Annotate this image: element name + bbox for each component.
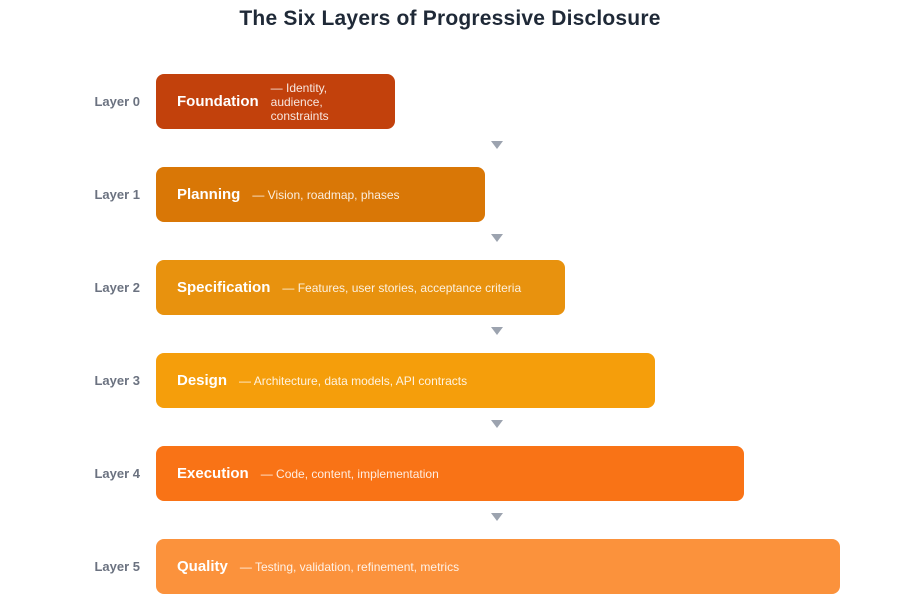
layer-5-description: — Testing, validation, refinement, metri… xyxy=(239,559,460,574)
layer-0-name: Foundation xyxy=(177,93,259,110)
page-title: The Six Layers of Progressive Disclosure xyxy=(239,7,661,30)
down-arrow-icon xyxy=(491,513,503,521)
layer-3-description: — Architecture, data models, API contrac… xyxy=(239,373,468,388)
layer-4-bar: Execution — Code, content, implementatio… xyxy=(156,446,744,501)
layer-row-5: Layer 5 Quality — Testing, validation, r… xyxy=(0,539,900,594)
layer-2-side-label: Layer 2 xyxy=(94,280,140,295)
layer-row-0: Layer 0 Foundation — Identity, audience,… xyxy=(0,74,900,129)
layer-4-name: Execution xyxy=(177,465,249,482)
layer-row-2: Layer 2 Specification — Features, user s… xyxy=(0,260,900,315)
layer-5-name: Quality xyxy=(177,558,228,575)
layer-2-name: Specification xyxy=(177,279,271,296)
layer-row-1: Layer 1 Planning — Vision, roadmap, phas… xyxy=(0,167,900,222)
down-arrow-icon xyxy=(491,327,503,335)
down-arrow-icon xyxy=(491,141,503,149)
layer-1-side-label: Layer 1 xyxy=(94,187,140,202)
layer-5-side-label: Layer 5 xyxy=(94,559,140,574)
layer-row-3: Layer 3 Design — Architecture, data mode… xyxy=(0,353,900,408)
layer-3-side-label: Layer 3 xyxy=(94,373,140,388)
layer-3-bar: Design — Architecture, data models, API … xyxy=(156,353,655,408)
layer-4-side-label: Layer 4 xyxy=(94,466,140,481)
layer-0-side-label: Layer 0 xyxy=(94,94,140,109)
layer-4-description: — Code, content, implementation xyxy=(260,466,439,481)
layer-0-description: — Identity, audience, constraints xyxy=(270,80,329,123)
down-arrow-icon xyxy=(491,420,503,428)
layer-3-name: Design xyxy=(177,372,228,389)
layer-5-bar: Quality — Testing, validation, refinemen… xyxy=(156,539,840,594)
layer-1-description: — Vision, roadmap, phases xyxy=(252,187,400,202)
layer-0-bar: Foundation — Identity, audience, constra… xyxy=(156,74,395,129)
layer-2-description: — Features, user stories, acceptance cri… xyxy=(282,280,522,295)
layer-1-name: Planning xyxy=(177,186,241,203)
layer-2-bar: Specification — Features, user stories, … xyxy=(156,260,565,315)
layer-row-4: Layer 4 Execution — Code, content, imple… xyxy=(0,446,900,501)
layer-1-bar: Planning — Vision, roadmap, phases xyxy=(156,167,485,222)
down-arrow-icon xyxy=(491,234,503,242)
